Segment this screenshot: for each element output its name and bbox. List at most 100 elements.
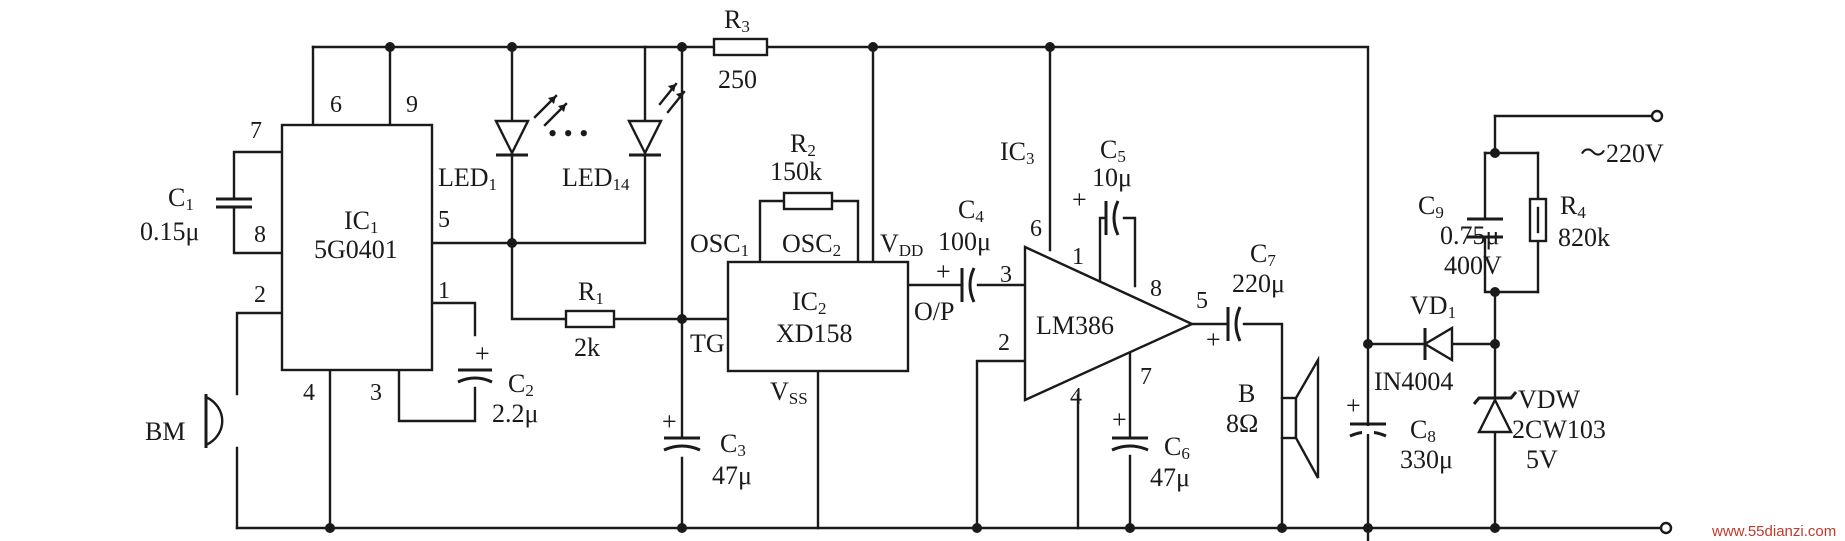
- c7-ref: C7: [1250, 239, 1276, 270]
- r2-ref: R2: [790, 129, 816, 160]
- c1-ref: C1: [168, 183, 194, 214]
- ic1-part: 5G0401: [314, 235, 398, 264]
- speaker-cone: [1294, 355, 1320, 479]
- c6-ref: C6: [1164, 432, 1190, 463]
- c8-ref: C8: [1410, 415, 1436, 446]
- c5-value: 10μ: [1092, 163, 1132, 192]
- c3-plus: +: [662, 407, 677, 436]
- ic3-pin-5: 5: [1196, 288, 1208, 314]
- c6-symbol: [1111, 436, 1149, 452]
- c3-ref: C3: [720, 429, 746, 460]
- junction: [677, 523, 687, 533]
- ic3-pin-4: 4: [1070, 384, 1082, 410]
- ic3-pin-8: 8: [1150, 276, 1162, 302]
- r1-value: 2k: [574, 333, 600, 362]
- r1-ref: R1: [578, 277, 604, 308]
- mains-terminal-top: [1650, 109, 1664, 123]
- c9-wires: [1483, 151, 1540, 294]
- r2-body: [782, 191, 834, 211]
- microphone-bm: BM: [145, 394, 224, 448]
- ic1-pin-4: 4: [303, 380, 315, 406]
- r1-body: [564, 309, 616, 329]
- mains-terminal-bottom: [1659, 521, 1673, 535]
- c9: C9 0.75μ 400V: [1418, 191, 1503, 280]
- c4: + C4 100μ: [936, 195, 991, 303]
- c2-symbol: [457, 368, 493, 384]
- c8-plus: +: [1346, 391, 1361, 420]
- c1-wires: [232, 150, 284, 255]
- ic3-pin-2: 2: [998, 330, 1010, 356]
- c5-wires: [1098, 216, 1137, 288]
- r3: R3 250: [712, 5, 769, 94]
- ic2-body: [726, 260, 910, 373]
- ic3-pin-7: 7: [1140, 364, 1152, 390]
- ic2-ref: IC2: [792, 287, 827, 318]
- ic3-pin2-wire: [975, 359, 1027, 530]
- ic1-pin-1: 1: [438, 278, 450, 304]
- c7-plus: +: [1206, 325, 1221, 354]
- r2: R2 150k: [770, 129, 834, 211]
- ic2-osc1: OSC1: [690, 229, 749, 260]
- ic2-part: XD158: [776, 319, 853, 348]
- junction: [507, 42, 517, 52]
- r1-wires: [510, 241, 730, 321]
- mains-label: ～220V: [1580, 139, 1664, 168]
- junction: [1045, 42, 1055, 52]
- c8-value: 330μ: [1400, 445, 1453, 474]
- mic-arc: [204, 395, 224, 447]
- ic3-pin-3: 3: [1000, 262, 1012, 288]
- speaker-value: 8Ω: [1226, 409, 1258, 438]
- c4-ref: C4: [958, 195, 984, 226]
- c2-wires: [397, 301, 477, 423]
- junction: [1125, 523, 1135, 533]
- junction: [325, 523, 335, 533]
- ic1-supply-wires: [311, 45, 392, 127]
- c5-plus: +: [1072, 185, 1087, 214]
- c9-voltage: 400V: [1444, 251, 1502, 280]
- ic1-pin-3: 3: [370, 380, 382, 406]
- c5-ref: C5: [1100, 135, 1126, 166]
- junction: [677, 314, 687, 324]
- c2-plus: +: [475, 339, 490, 368]
- ic1-pin-9: 9: [406, 92, 418, 118]
- ic1-pin-2: 2: [254, 282, 266, 308]
- r3-value: 250: [718, 65, 757, 94]
- bm-ref: BM: [145, 417, 185, 446]
- junction-dots: [325, 42, 1673, 535]
- c1: C1 0.15μ: [140, 183, 252, 246]
- led-wires: [510, 45, 647, 245]
- vd1-ref: VD1: [1410, 291, 1456, 322]
- c6: + C6 47μ: [1111, 405, 1190, 492]
- ic2-vdd: VDD: [880, 229, 923, 260]
- ic3: LM386 IC3 6 3 2 1 8 5 7 4: [998, 137, 1208, 410]
- ic3-pin-6: 6: [1030, 216, 1042, 242]
- junction: [385, 42, 395, 52]
- ic1-pin-5: 5: [438, 207, 450, 233]
- wires: [232, 45, 1662, 541]
- junction: [1363, 523, 1373, 533]
- junction: [677, 42, 687, 52]
- c9-ref: C9: [1418, 191, 1444, 222]
- c9-value: 0.75μ: [1440, 221, 1499, 250]
- ic2-op: O/P: [914, 297, 954, 326]
- ic1-pin-6: 6: [330, 92, 342, 118]
- c6-plus: +: [1112, 405, 1127, 434]
- vdw-triangle: [1477, 397, 1513, 434]
- speaker-b: B 8Ω: [1226, 355, 1320, 479]
- r1: R1 2k: [564, 277, 616, 362]
- ic2-vss: VSS: [770, 377, 808, 408]
- ic2-tg: TG: [690, 329, 725, 358]
- mic-wires: [235, 311, 284, 530]
- r3-ref: R3: [724, 5, 750, 36]
- junction: [1490, 148, 1500, 158]
- c2-ref: C2: [508, 369, 534, 400]
- watermark: www.55dianzi.com: [1711, 523, 1836, 540]
- speaker-ref: B: [1238, 379, 1255, 408]
- vdw-part: 2CW103: [1512, 415, 1606, 444]
- junction: [1490, 523, 1500, 533]
- r4-ref: R4: [1560, 191, 1586, 222]
- c2-value: 2.2μ: [492, 399, 538, 428]
- c3: + C3 47μ: [662, 407, 752, 490]
- c9-symbol: [1467, 217, 1503, 239]
